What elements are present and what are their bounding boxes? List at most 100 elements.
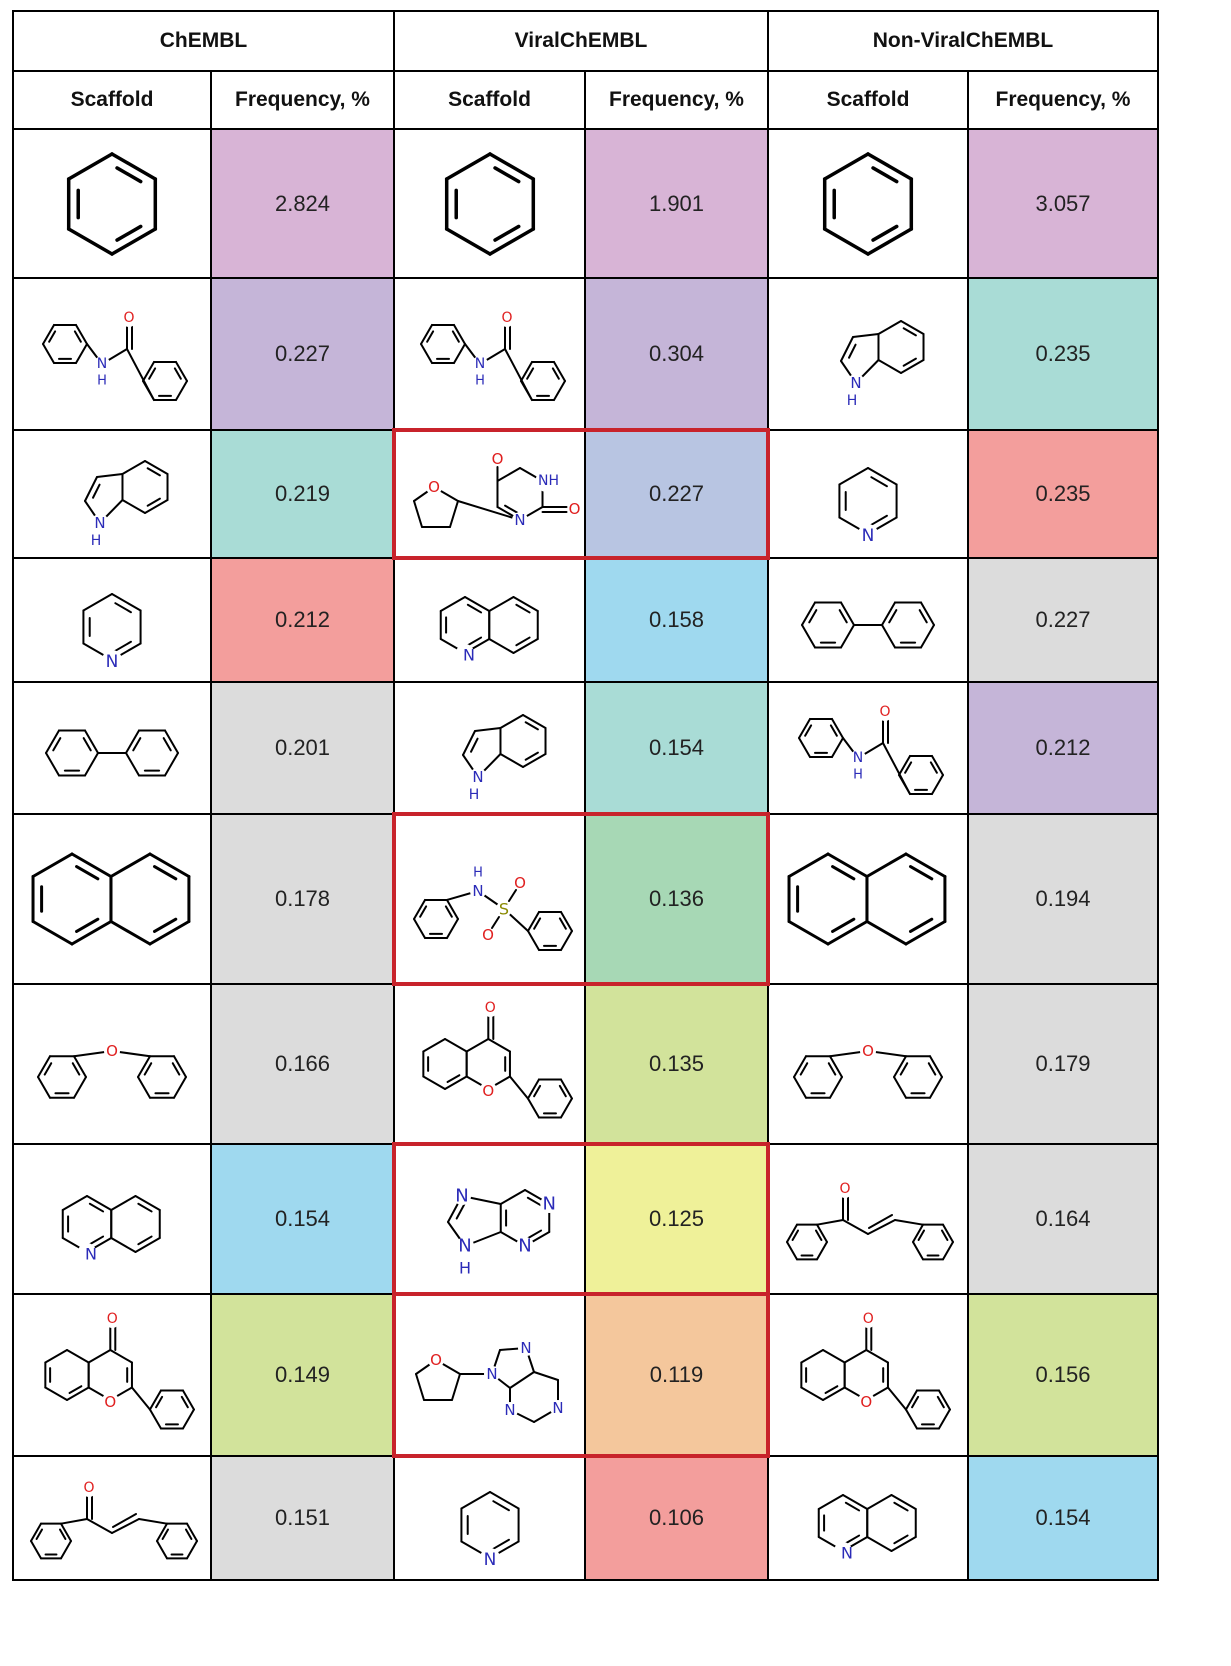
frequency-value-cell: 0.304 <box>584 277 769 431</box>
svg-text:N: N <box>455 1186 468 1207</box>
frequency-value-cell: 0.164 <box>967 1143 1159 1295</box>
scaffold-pyridine-structure: N <box>838 467 898 546</box>
scaffold-pyridine-structure: N <box>82 593 142 672</box>
scaffold-structure-cell <box>767 128 969 279</box>
svg-text:NH: NH <box>538 473 559 489</box>
svg-text:O: O <box>83 1480 94 1496</box>
scaffold-naphthalene-structure <box>787 852 947 946</box>
scaffold-column-header: Scaffold <box>12 70 212 130</box>
frequency-value-cell: 0.119 <box>584 1293 769 1457</box>
frequency-column-header: Frequency, % <box>584 70 769 130</box>
scaffold-chalcone-structure: O <box>30 1480 198 1560</box>
scaffold-chalcone-structure: O <box>786 1181 954 1261</box>
svg-text:N: N <box>472 768 483 786</box>
svg-text:O: O <box>501 310 512 326</box>
frequency-value-cell: 0.212 <box>210 557 395 683</box>
svg-text:O: O <box>863 1311 874 1327</box>
svg-text:N: N <box>474 356 484 372</box>
frequency-value-cell: 0.156 <box>967 1293 1159 1457</box>
group-header-chembl: ChEMBL <box>12 10 395 72</box>
scaffold-structure-cell <box>767 557 969 683</box>
svg-text:H: H <box>475 374 485 389</box>
frequency-value-cell: 0.179 <box>967 983 1159 1145</box>
scaffold-column-header: Scaffold <box>393 70 586 130</box>
frequency-value-cell: 0.227 <box>967 557 1159 683</box>
svg-text:N: N <box>458 1236 471 1257</box>
svg-text:O: O <box>839 1181 850 1197</box>
svg-text:N: N <box>850 374 861 392</box>
frequency-value-cell: 0.227 <box>210 277 395 431</box>
svg-text:N: N <box>106 652 119 672</box>
scaffold-biphenyl-structure <box>45 729 179 777</box>
scaffold-structure-cell: N <box>12 1143 212 1295</box>
svg-text:H: H <box>91 533 102 549</box>
scaffold-structure-cell: O <box>12 1455 212 1581</box>
scaffold-structure-cell: N <box>767 429 969 559</box>
scaffold-structure-cell <box>12 681 212 815</box>
svg-text:N: N <box>542 1194 555 1215</box>
scaffold-structure-cell <box>767 813 969 985</box>
svg-text:N: N <box>853 750 863 766</box>
svg-text:O: O <box>514 874 526 892</box>
svg-text:O: O <box>107 1311 118 1327</box>
scaffold-naphthalene-structure <box>31 852 191 946</box>
group-header-viralchembl: ViralChEMBL <box>393 10 769 72</box>
scaffold-column-header: Scaffold <box>767 70 969 130</box>
svg-text:H: H <box>853 768 863 783</box>
scaffold-structure-cell: O <box>767 983 969 1145</box>
svg-text:N: N <box>463 646 475 665</box>
scaffold-structure-cell: O <box>767 1143 969 1295</box>
scaffold-flavone-structure: OO <box>800 1311 951 1430</box>
frequency-value-cell: 0.149 <box>210 1293 395 1457</box>
scaffold-flavone-structure: OO <box>44 1311 195 1430</box>
svg-text:N: N <box>483 1550 496 1570</box>
scaffold-structure-cell: N <box>393 1455 586 1581</box>
scaffold-structure-cell <box>393 128 586 279</box>
svg-text:O: O <box>430 1351 442 1369</box>
frequency-value-cell: 3.057 <box>967 128 1159 279</box>
scaffold-structure-cell: N <box>767 1455 969 1581</box>
frequency-value-cell: 0.235 <box>967 277 1159 431</box>
frequency-value-cell: 1.901 <box>584 128 769 279</box>
frequency-value-cell: 0.166 <box>210 983 395 1145</box>
svg-text:O: O <box>104 1393 116 1411</box>
scaffold-indole-structure: NH <box>840 320 925 409</box>
svg-text:H: H <box>468 787 479 803</box>
scaffold-indole-structure: NH <box>461 714 547 803</box>
svg-text:O: O <box>428 478 440 496</box>
svg-text:N: N <box>472 882 483 900</box>
frequency-value-cell: 0.151 <box>210 1455 395 1581</box>
svg-text:N: N <box>862 526 875 546</box>
frequency-value-cell: 0.235 <box>967 429 1159 559</box>
frequency-value-cell: 0.136 <box>584 813 769 985</box>
svg-text:N: N <box>520 1339 531 1357</box>
scaffold-pyridine-structure: N <box>459 1491 520 1570</box>
svg-text:O: O <box>482 1082 494 1100</box>
frequency-value-cell: 0.125 <box>584 1143 769 1295</box>
scaffold-quinoline-structure: N <box>61 1195 161 1264</box>
frequency-value-cell: 0.194 <box>967 813 1159 985</box>
scaffold-benzene-structure <box>822 151 914 256</box>
